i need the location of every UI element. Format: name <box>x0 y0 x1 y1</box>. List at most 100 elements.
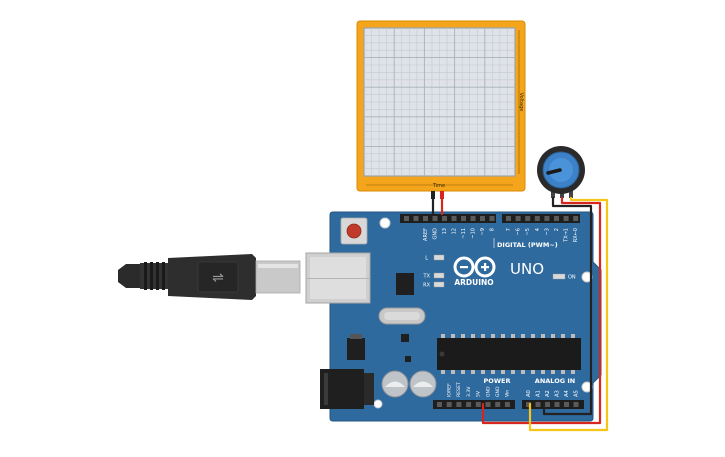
chip-pin <box>491 334 495 338</box>
analog-pin-label: A2 <box>545 390 551 397</box>
digital-pin-label: TX→1 <box>564 228 570 243</box>
analog-pin-label: A1 <box>536 390 542 397</box>
led-on: ON <box>552 273 576 281</box>
wire-pot-red[interactable] <box>481 196 602 425</box>
header-pin-hole[interactable] <box>432 216 438 221</box>
analog-label: ANALOG IN <box>535 377 575 385</box>
usb-b-port[interactable] <box>305 252 371 304</box>
led-rx: RX <box>423 281 445 289</box>
mount-hole-1 <box>379 217 391 229</box>
header-pin-hole[interactable] <box>534 216 540 221</box>
header-pin-hole[interactable] <box>495 402 501 407</box>
chip-pin <box>451 370 455 374</box>
header-pin-hole[interactable] <box>413 216 419 221</box>
reset-button[interactable] <box>340 217 368 245</box>
header-pin-hole[interactable] <box>563 216 569 221</box>
oscilloscope[interactable]: Time Voltage <box>356 20 526 199</box>
logo-infinity-left <box>453 256 475 278</box>
digital-pin-label: ~9 <box>480 228 486 235</box>
wires <box>431 196 609 432</box>
header-pin-hole[interactable] <box>446 402 452 407</box>
analog-pin-label: A4 <box>564 389 570 397</box>
digital-pin-label: 2 <box>554 228 560 231</box>
chip-pin <box>521 370 525 374</box>
header-pin-hole[interactable] <box>466 402 472 407</box>
chip-pin <box>471 370 475 374</box>
probe-red[interactable] <box>440 191 444 199</box>
header-pin-hole[interactable] <box>573 216 579 221</box>
header-pin-hole[interactable] <box>404 216 409 221</box>
crystal-oscillator <box>378 307 426 325</box>
usb-cable[interactable]: ⇌ <box>118 254 301 300</box>
digital-pin-label: ~5 <box>525 228 531 235</box>
header-pin-hole[interactable] <box>489 216 495 221</box>
chip-pin <box>461 334 465 338</box>
power-pin-label: GND <box>485 386 491 397</box>
chip-pin <box>551 370 555 374</box>
chip-pin <box>451 334 455 338</box>
header-pin-hole[interactable] <box>573 402 579 407</box>
chip-pin <box>491 370 495 374</box>
header-pin-hole[interactable] <box>480 216 485 221</box>
board-model: UNO <box>510 260 544 278</box>
chip-pin <box>531 334 535 338</box>
usb-plug-logo-plate <box>197 261 239 293</box>
svg-text:ON: ON <box>568 275 576 281</box>
probe-black[interactable] <box>431 191 435 199</box>
wire-pot-yellow[interactable] <box>528 196 609 432</box>
chip-pin <box>441 370 445 374</box>
header-pin-hole[interactable] <box>554 402 560 407</box>
header-pin-hole[interactable] <box>456 402 462 407</box>
header-pin-hole[interactable] <box>526 402 531 407</box>
header-pin-hole[interactable] <box>535 402 541 407</box>
header-pin-hole[interactable] <box>485 402 491 407</box>
digital-pin-label: ~11 <box>461 228 467 239</box>
header-pin-hole[interactable] <box>470 216 476 221</box>
chip-pin <box>541 370 545 374</box>
digital-pin-label: 8 <box>490 228 496 231</box>
header-pin-hole[interactable] <box>525 216 531 221</box>
power-pin-label: Vin <box>505 390 511 397</box>
pot-knob-indicator <box>546 168 562 175</box>
header-pin-hole[interactable] <box>423 216 428 221</box>
svg-text:TX: TX <box>423 274 431 280</box>
header-pin-hole[interactable] <box>461 216 466 221</box>
analog-pin-label: A0 <box>526 390 532 397</box>
small-smd-2 <box>405 356 411 362</box>
logo-infinity-right <box>474 256 496 278</box>
chip-pin <box>521 334 525 338</box>
header-pin-hole[interactable] <box>554 216 559 221</box>
digital-pin-label: AREF <box>423 228 429 241</box>
wire-pot-black[interactable] <box>542 196 593 416</box>
power-pin-label: IOREF <box>447 383 453 397</box>
header-pin-hole[interactable] <box>564 402 569 407</box>
time-axis-label: Time <box>432 183 445 189</box>
chip-pin <box>531 370 535 374</box>
arduino-board[interactable]: L TX RX ON ARDUINO UNO AR <box>305 211 602 422</box>
header-pin-hole[interactable] <box>506 216 511 221</box>
chip-pin <box>501 334 505 338</box>
header-pin-hole[interactable] <box>545 402 550 407</box>
header-pin-hole[interactable] <box>544 216 550 221</box>
header-pin-hole[interactable] <box>437 402 442 407</box>
header-pin-hole[interactable] <box>451 216 457 221</box>
header-pin-hole[interactable] <box>515 216 521 221</box>
chip-pin <box>561 334 565 338</box>
chip-pin <box>511 334 515 338</box>
usb-chip <box>396 273 414 295</box>
capacitor-2 <box>409 370 437 398</box>
chip-pin <box>551 334 555 338</box>
header-pin-hole[interactable] <box>475 402 481 407</box>
potentiometer[interactable] <box>537 146 585 198</box>
digital-pin-label: RX←0 <box>573 228 579 242</box>
chip-pin <box>561 370 565 374</box>
arduino-logo: ARDUINO UNO <box>453 256 544 287</box>
header-pin-hole[interactable] <box>442 216 447 221</box>
dc-power-jack[interactable] <box>320 369 374 409</box>
digital-pin-label: 7 <box>506 228 512 231</box>
header-pin-hole[interactable] <box>504 402 510 407</box>
